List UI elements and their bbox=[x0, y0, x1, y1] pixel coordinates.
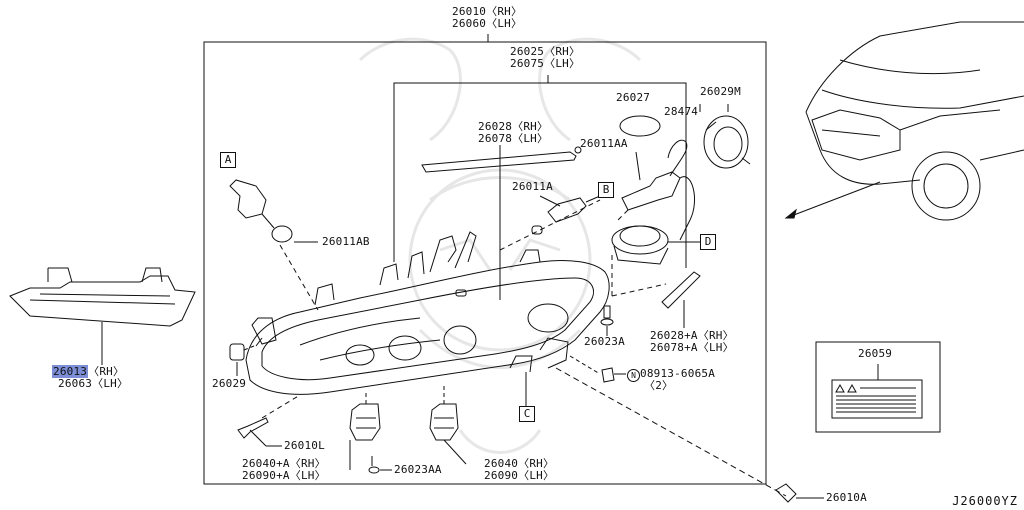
label-26027[interactable]: 26027 bbox=[616, 91, 651, 104]
label-26059[interactable]: 26059 bbox=[858, 347, 893, 360]
label-26090-lh[interactable]: 26090〈LH〉 bbox=[484, 469, 555, 482]
label-26011AA[interactable]: 26011AA bbox=[580, 137, 628, 150]
screw-26023A bbox=[600, 305, 614, 336]
label-26040-rh[interactable]: 26040〈RH〉 bbox=[484, 457, 555, 470]
bulb-26011AA bbox=[615, 115, 696, 241]
nut-08913 bbox=[569, 355, 626, 383]
label-26029M[interactable]: 26029M bbox=[700, 85, 741, 98]
headlamp-housing bbox=[245, 231, 610, 395]
label-26063-lh[interactable]: 26063〈LH〉 bbox=[58, 377, 129, 390]
label-26010L[interactable]: 26010L bbox=[284, 439, 325, 452]
nut-n-circle: N bbox=[627, 369, 640, 382]
label-nut-qty: 〈2〉 bbox=[644, 379, 674, 392]
vehicle-sketch bbox=[784, 21, 1024, 221]
label-26090A-lh[interactable]: 26090+A〈LH〉 bbox=[242, 469, 326, 482]
label-26011A[interactable]: 26011A bbox=[512, 180, 553, 193]
label-plate-box bbox=[815, 341, 941, 433]
label-08913-6065A[interactable]: 08913-6065A bbox=[640, 367, 716, 380]
callout-box-d[interactable]: D bbox=[700, 234, 716, 250]
socket-26029 bbox=[229, 343, 255, 376]
bulb-26011A bbox=[499, 195, 601, 251]
callout-box-c[interactable]: C bbox=[519, 406, 535, 422]
label-26078A-lh[interactable]: 26078+A〈LH〉 bbox=[650, 341, 734, 354]
side-marker-part bbox=[9, 267, 196, 365]
socket-D bbox=[611, 225, 700, 297]
label-26028A-rh[interactable]: 26028+A〈RH〉 bbox=[650, 329, 734, 342]
label-26075-lh[interactable]: 26075〈LH〉 bbox=[510, 57, 581, 70]
screw-26010L bbox=[237, 394, 301, 447]
callout-box-b[interactable]: B bbox=[598, 182, 614, 198]
screw-26023AA bbox=[368, 456, 392, 474]
trim-strip bbox=[421, 151, 577, 173]
label-26010A[interactable]: 26010A bbox=[826, 491, 867, 504]
bolt-26010A bbox=[555, 367, 824, 503]
watermark-logo bbox=[358, 37, 642, 454]
label-26011AB[interactable]: 26011AB bbox=[322, 235, 370, 248]
label-26013-highlight[interactable]: 26013 bbox=[52, 365, 89, 378]
bulb-26011AB bbox=[229, 179, 319, 311]
label-26028-rh[interactable]: 26028〈RH〉 bbox=[478, 120, 549, 133]
diagram-reference-code: J26000YZ bbox=[952, 494, 1018, 508]
callout-box-a[interactable]: A bbox=[220, 152, 236, 168]
label-26023AA[interactable]: 26023AA bbox=[394, 463, 442, 476]
label-26040A-rh[interactable]: 26040+A〈RH〉 bbox=[242, 457, 326, 470]
label-26025-rh[interactable]: 26025〈RH〉 bbox=[510, 45, 581, 58]
label-26078-lh[interactable]: 26078〈LH〉 bbox=[478, 132, 549, 145]
label-26029[interactable]: 26029 bbox=[212, 377, 247, 390]
label-26013-rh[interactable]: 26013〈RH〉 bbox=[52, 365, 125, 378]
assembly-frame bbox=[203, 41, 767, 485]
label-26023A[interactable]: 26023A bbox=[584, 335, 625, 348]
trim-26028A bbox=[661, 271, 701, 328]
connector-26040 bbox=[429, 384, 467, 465]
label-26060-lh[interactable]: 26060〈LH〉 bbox=[452, 17, 523, 30]
ring-26029M bbox=[703, 104, 751, 169]
label-28474[interactable]: 28474 bbox=[664, 105, 699, 118]
label-26010-rh[interactable]: 26010〈RH〉 bbox=[452, 5, 523, 18]
label-26013-suffix: 〈RH〉 bbox=[88, 365, 125, 378]
housing-frame bbox=[393, 82, 687, 268]
connector-26040A bbox=[349, 392, 381, 470]
